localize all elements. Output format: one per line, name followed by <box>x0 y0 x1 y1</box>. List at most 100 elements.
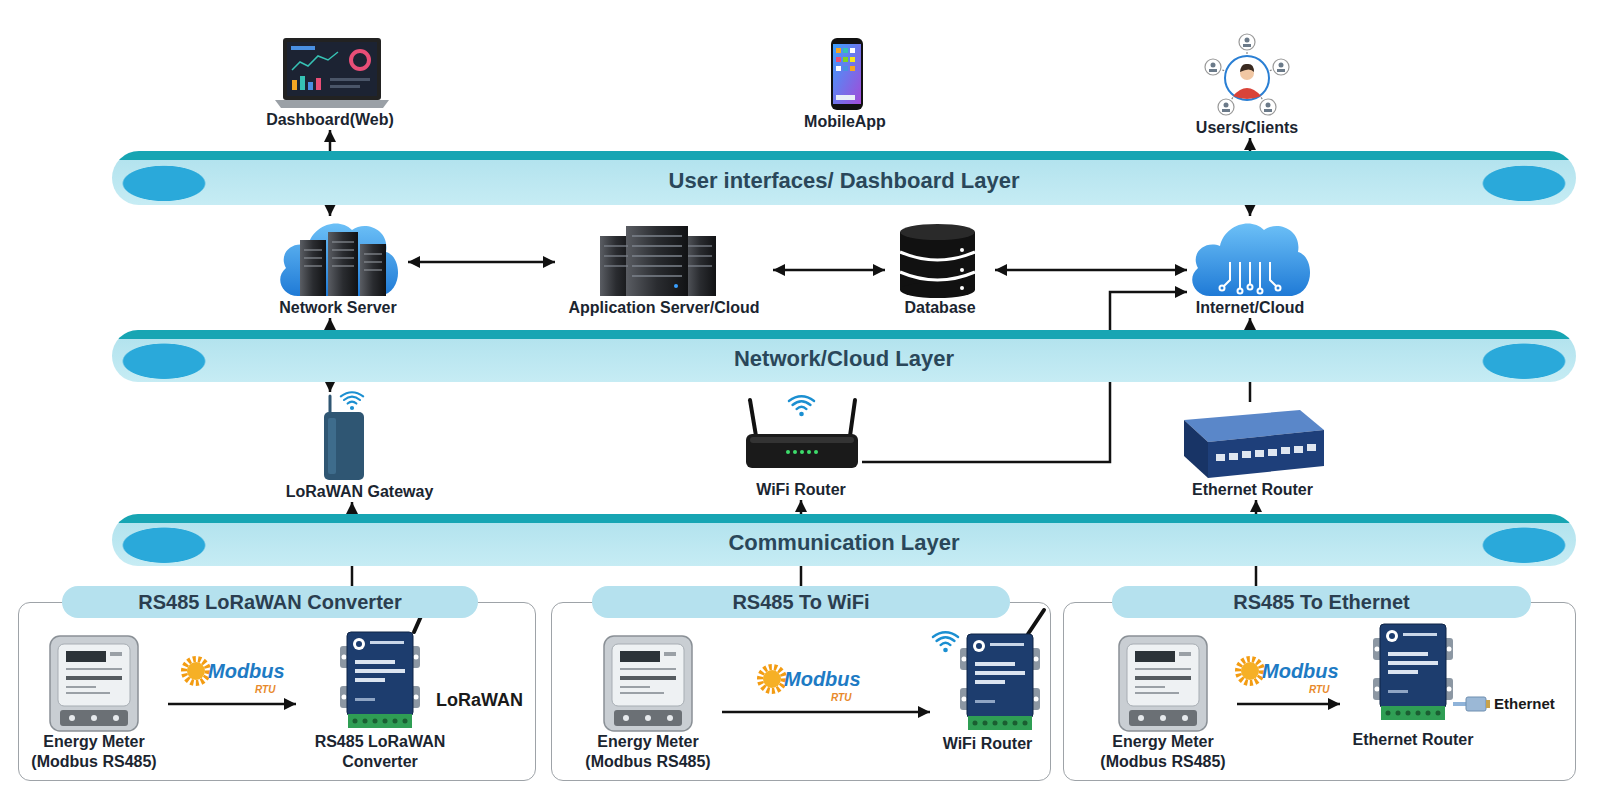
illustration-part <box>900 252 975 260</box>
illustration-part <box>850 57 855 62</box>
illustration-part <box>1238 289 1243 294</box>
laptop-icon <box>275 38 389 108</box>
illustration-part <box>280 223 398 296</box>
illustration-part <box>1192 223 1310 296</box>
illustration-part <box>330 78 370 81</box>
illustration-part <box>1249 262 1251 284</box>
internet-cloud-icon <box>1192 223 1310 296</box>
illustration-part <box>833 44 861 104</box>
illustration-part <box>50 636 138 731</box>
illustration-part <box>328 232 358 296</box>
node-label: WiFi Router <box>756 480 846 500</box>
illustration-part <box>329 396 332 414</box>
illustration-part <box>763 670 781 688</box>
illustration-part <box>283 38 381 100</box>
node-label: Energy Meter (Modbus RS485) <box>24 732 164 772</box>
illustration-part <box>1248 285 1253 290</box>
illustration-part <box>604 236 712 276</box>
illustration-part <box>1242 451 1251 458</box>
rtu-logo-text: RTU <box>831 692 851 704</box>
converter-node: Ethernet Router <box>1340 618 1486 750</box>
illustration-part <box>1259 262 1261 288</box>
users-icon <box>1205 34 1289 115</box>
application-server-node: Application Server/Cloud <box>555 224 773 318</box>
energy-meter-node: Energy Meter (Modbus RS485) <box>1089 634 1237 772</box>
illustration-part <box>1277 69 1285 72</box>
illustration-part <box>626 226 688 296</box>
illustration-part <box>684 236 716 296</box>
illustration-part <box>1245 38 1250 43</box>
illustration-part <box>1239 34 1255 50</box>
label-holder: Modbus <box>208 660 285 683</box>
illustration-part <box>1233 88 1261 99</box>
node-label: Users/Clients <box>1196 118 1298 138</box>
rtu-logo-text: RTU <box>1309 684 1329 696</box>
illustration-part <box>836 57 841 62</box>
illustration-part <box>1209 69 1217 72</box>
illustration-part <box>674 284 678 288</box>
illustration-part <box>793 450 797 454</box>
illustration-part <box>789 396 814 416</box>
illustration-part <box>304 249 322 250</box>
illustration-part <box>831 38 863 110</box>
illustration-part <box>1224 262 1230 286</box>
illustration-part <box>900 272 975 280</box>
illustration-part <box>1211 63 1216 68</box>
label-holder: RTU <box>831 692 851 704</box>
connector-arrow <box>773 269 885 272</box>
illustration-part <box>1264 109 1272 112</box>
illustration-part <box>291 46 315 50</box>
illustration-part <box>800 450 804 454</box>
illustration-part <box>1220 286 1225 291</box>
internet-cloud-node: Internet/Cloud <box>1187 216 1313 318</box>
connector-arrow <box>995 269 1187 272</box>
ethernet-router-icon <box>1184 410 1324 478</box>
illustration-part <box>632 245 682 246</box>
illustration-part <box>688 245 712 246</box>
layer-band: Network/Cloud Layer <box>112 330 1576 382</box>
illustration-part <box>786 450 790 454</box>
node-label: Database <box>904 298 975 318</box>
illustration-part <box>275 100 389 108</box>
illustration-part <box>850 48 855 53</box>
illustration-part <box>1213 42 1281 107</box>
panel-heading: RS485 LoRaWAN Converter <box>62 586 478 618</box>
illustration-part <box>341 392 363 410</box>
node-label: Network Server <box>279 298 396 318</box>
label-holder: Modbus <box>784 668 861 691</box>
ethernet-router-node: Ethernet Router <box>1180 402 1325 500</box>
illustration-part <box>1373 624 1453 720</box>
illustration-part <box>900 232 975 290</box>
modbus-logo-gear <box>184 659 1262 691</box>
illustration-part <box>688 265 712 266</box>
illustration-part <box>340 632 420 728</box>
illustration-part <box>292 80 297 90</box>
converter-node: WiFi Router <box>930 610 1045 754</box>
label-holder: Modbus <box>1262 660 1339 683</box>
illustration-part <box>604 245 628 246</box>
illustration-part <box>1266 103 1271 108</box>
converter-panel: RS485 LoRaWAN ConverterEnergy Meter (Mod… <box>18 586 536 781</box>
node-label: Ethernet Router <box>1353 730 1474 750</box>
illustration-part <box>304 265 322 266</box>
connector-arrow <box>722 711 930 714</box>
illustration-part <box>292 52 338 70</box>
node-label: RS485 LoRaWAN Converter <box>300 732 460 772</box>
layer-title: User interfaces/ Dashboard Layer <box>669 162 1020 194</box>
illustration-part <box>750 437 854 443</box>
illustration-part <box>287 42 377 96</box>
illustration-part <box>1218 99 1234 115</box>
connector-arrow <box>1237 703 1340 706</box>
illustration-part <box>1307 444 1316 451</box>
illustration-part <box>1205 59 1221 75</box>
modbus-logo-text: Modbus <box>1262 660 1339 683</box>
illustration-part <box>933 632 958 652</box>
illustration-part <box>360 244 386 296</box>
illustration-part <box>814 450 818 454</box>
illustration-part <box>1119 636 1207 731</box>
illustration-part <box>688 255 712 256</box>
illustration-part <box>960 268 964 272</box>
illustration-part <box>332 265 354 266</box>
illustration-part <box>1216 444 1316 461</box>
label-holder: RTU <box>255 684 275 696</box>
